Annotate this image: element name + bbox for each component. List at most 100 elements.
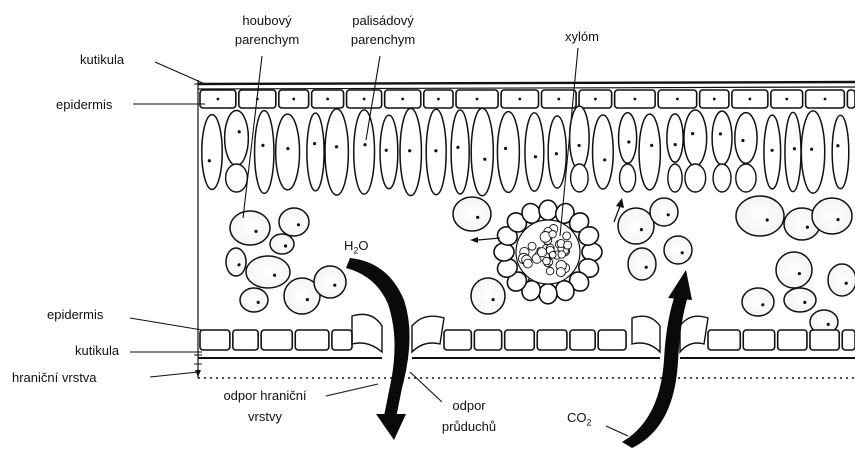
label-odpor-hranicni-line1: odpor hraniční bbox=[205, 388, 325, 404]
palisade-cell bbox=[832, 115, 849, 188]
cell-nucleus bbox=[208, 159, 211, 162]
epidermis-cell bbox=[842, 330, 855, 350]
cell-nucleus bbox=[557, 98, 560, 101]
epidermis-cell bbox=[474, 330, 501, 350]
cell-nucleus bbox=[456, 146, 459, 149]
cell-nucleus bbox=[766, 218, 769, 221]
spongy-cell bbox=[664, 236, 692, 264]
label-co2: CO2 bbox=[567, 410, 592, 431]
spongy-cell bbox=[270, 234, 294, 254]
palisade-cell bbox=[593, 115, 614, 189]
label-palisadovy-line1: palisádový bbox=[333, 13, 433, 29]
palisade-cell bbox=[276, 114, 300, 190]
vessel-element bbox=[546, 267, 554, 275]
palisade-cell bbox=[471, 108, 493, 195]
cell-nucleus bbox=[640, 228, 643, 231]
cell-nucleus bbox=[297, 223, 300, 226]
cell-nucleus bbox=[292, 98, 295, 101]
palisade-cell bbox=[785, 112, 801, 191]
label-odpor-pruduchu-line1: odpor bbox=[424, 398, 514, 414]
spongy-cell bbox=[812, 198, 852, 234]
palisade-cell bbox=[497, 112, 519, 193]
lower-epidermis bbox=[200, 330, 855, 350]
palisade-cell bbox=[325, 109, 348, 195]
vessel-element bbox=[563, 232, 571, 240]
spongy-cell bbox=[314, 266, 346, 298]
cell-nucleus bbox=[237, 263, 240, 266]
palisade-cell bbox=[639, 114, 660, 190]
cell-nucleus bbox=[284, 244, 287, 247]
cell-nucleus bbox=[645, 266, 648, 269]
cell-nucleus bbox=[713, 98, 716, 101]
palisade-cell bbox=[307, 113, 324, 191]
label-h2o: H2O bbox=[344, 238, 369, 259]
cell-nucleus bbox=[676, 98, 679, 101]
cell-nucleus bbox=[667, 213, 670, 216]
palisade-parenchyma bbox=[202, 106, 849, 196]
label-houbovy-parenchym: houbový parenchym bbox=[222, 13, 312, 48]
palisade-cell bbox=[354, 110, 375, 194]
cell-nucleus bbox=[434, 149, 437, 152]
spongy-cell bbox=[828, 264, 855, 296]
cell-nucleus bbox=[650, 144, 653, 147]
bundle-sheath-cell bbox=[494, 243, 514, 261]
cell-nucleus bbox=[238, 130, 241, 133]
cell-nucleus bbox=[806, 226, 809, 229]
cell-nucleus bbox=[836, 144, 839, 147]
vessel-element bbox=[523, 259, 532, 268]
cell-nucleus bbox=[793, 147, 796, 150]
cell-nucleus bbox=[313, 142, 316, 145]
label-kutikula-top: kutikula bbox=[80, 52, 124, 68]
cell-nucleus bbox=[385, 149, 388, 152]
cell-nucleus bbox=[254, 230, 257, 233]
label-houbovy-line2: parenchym bbox=[222, 32, 312, 48]
cell-nucleus bbox=[273, 274, 276, 277]
cell-nucleus bbox=[492, 298, 495, 301]
label-h2o-rest: O bbox=[358, 238, 368, 253]
palisade-cell bbox=[380, 115, 398, 188]
palisade-cell bbox=[548, 116, 566, 188]
cell-nucleus bbox=[748, 98, 751, 101]
palisade-cell bbox=[202, 115, 222, 190]
palisade-cell bbox=[255, 111, 274, 194]
epidermis-cell bbox=[332, 330, 352, 350]
cell-nucleus bbox=[363, 143, 366, 146]
label-hranicni-vrstva: hraniční vrstva bbox=[12, 370, 97, 386]
label-odpor-hranicni-vrstvy: odpor hraniční vrstvy bbox=[205, 388, 325, 425]
spongy-cell bbox=[246, 256, 290, 288]
spongy-cell bbox=[230, 211, 270, 245]
vessel-element bbox=[543, 257, 551, 265]
label-epidermis-top: epidermis bbox=[56, 97, 112, 113]
palisade-cell bbox=[684, 110, 707, 166]
cell-nucleus bbox=[691, 132, 694, 135]
palisade-cell bbox=[400, 108, 421, 195]
cell-nucleus bbox=[836, 218, 839, 221]
bundle-sheath-cell bbox=[539, 284, 557, 304]
cell-nucleus bbox=[518, 98, 521, 101]
epidermis-cell bbox=[505, 330, 535, 350]
cell-nucleus bbox=[627, 140, 630, 143]
epidermis-cell bbox=[708, 330, 740, 350]
vessel-element bbox=[549, 230, 556, 237]
vessel-element bbox=[558, 251, 565, 258]
vessel-element bbox=[549, 251, 556, 258]
cell-nucleus bbox=[401, 98, 404, 101]
cell-nucleus bbox=[335, 145, 338, 148]
spongy-cell bbox=[226, 248, 246, 276]
epidermis-cell bbox=[200, 330, 230, 350]
cell-nucleus bbox=[261, 144, 264, 147]
cell-nucleus bbox=[824, 98, 827, 101]
epidermis-cell bbox=[810, 330, 839, 350]
spongy-cell bbox=[240, 288, 268, 312]
cell-nucleus bbox=[333, 284, 336, 287]
palisade-cell bbox=[668, 164, 682, 192]
label-epidermis-bottom: epidermis bbox=[47, 307, 103, 323]
spongy-cell bbox=[453, 197, 491, 231]
epidermis-cell bbox=[261, 330, 292, 350]
epidermis-cell bbox=[570, 330, 595, 350]
cell-nucleus bbox=[827, 323, 830, 326]
cell-nucleus bbox=[681, 251, 684, 254]
label-xylom: xylóm bbox=[565, 29, 599, 45]
